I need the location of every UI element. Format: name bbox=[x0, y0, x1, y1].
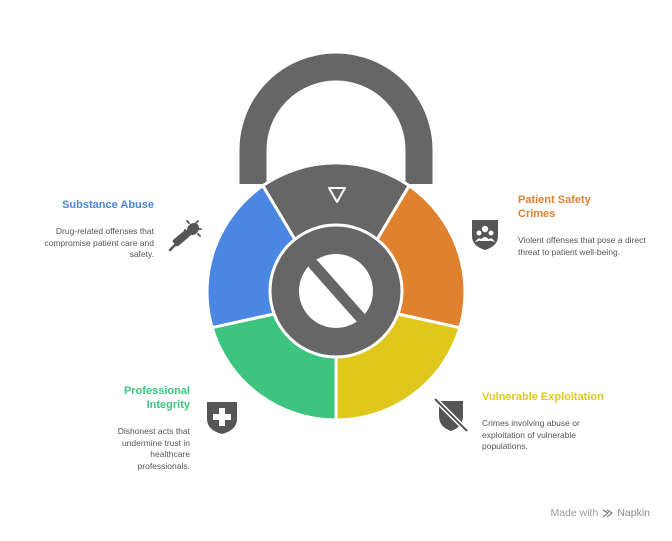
professional-integrity-description: Dishonest acts that undermine trust in h… bbox=[117, 426, 190, 471]
professional-integrity-title: Professional Integrity bbox=[123, 385, 190, 411]
made-with-label: Made with bbox=[550, 507, 599, 519]
shield-people-icon bbox=[472, 220, 498, 250]
patient-safety-block: Patient Safety Crimes Violent offenses t… bbox=[518, 193, 658, 258]
napkin-brand-label: Napkin bbox=[617, 507, 650, 519]
vulnerable-exploitation-block: Vulnerable Exploitation Crimes involving… bbox=[482, 390, 612, 453]
triangle-down-icon bbox=[328, 187, 346, 203]
lock-shackle bbox=[239, 53, 433, 184]
prohibition-icon bbox=[299, 254, 373, 328]
patient-safety-description: Violent offenses that pose a direct thre… bbox=[518, 235, 646, 257]
shield-cross-icon bbox=[207, 402, 237, 434]
professional-integrity-block: Professional Integrity Dishonest acts th… bbox=[60, 384, 190, 472]
vulnerable-exploitation-title: Vulnerable Exploitation bbox=[482, 391, 604, 403]
napkin-logo-icon bbox=[602, 508, 614, 518]
patient-safety-title: Patient Safety Crimes bbox=[518, 194, 591, 220]
syringe-bug-icon bbox=[168, 220, 202, 252]
vulnerable-exploitation-description: Crimes involving abuse or exploitation o… bbox=[482, 418, 580, 451]
substance-abuse-block: Substance Abuse Drug-related offenses th… bbox=[20, 198, 154, 261]
made-with-napkin[interactable]: Made with Napkin bbox=[550, 507, 650, 519]
substance-abuse-description: Drug-related offenses that compromise pa… bbox=[44, 226, 154, 259]
substance-abuse-title: Substance Abuse bbox=[62, 199, 154, 211]
shield-slash-icon bbox=[433, 397, 469, 433]
